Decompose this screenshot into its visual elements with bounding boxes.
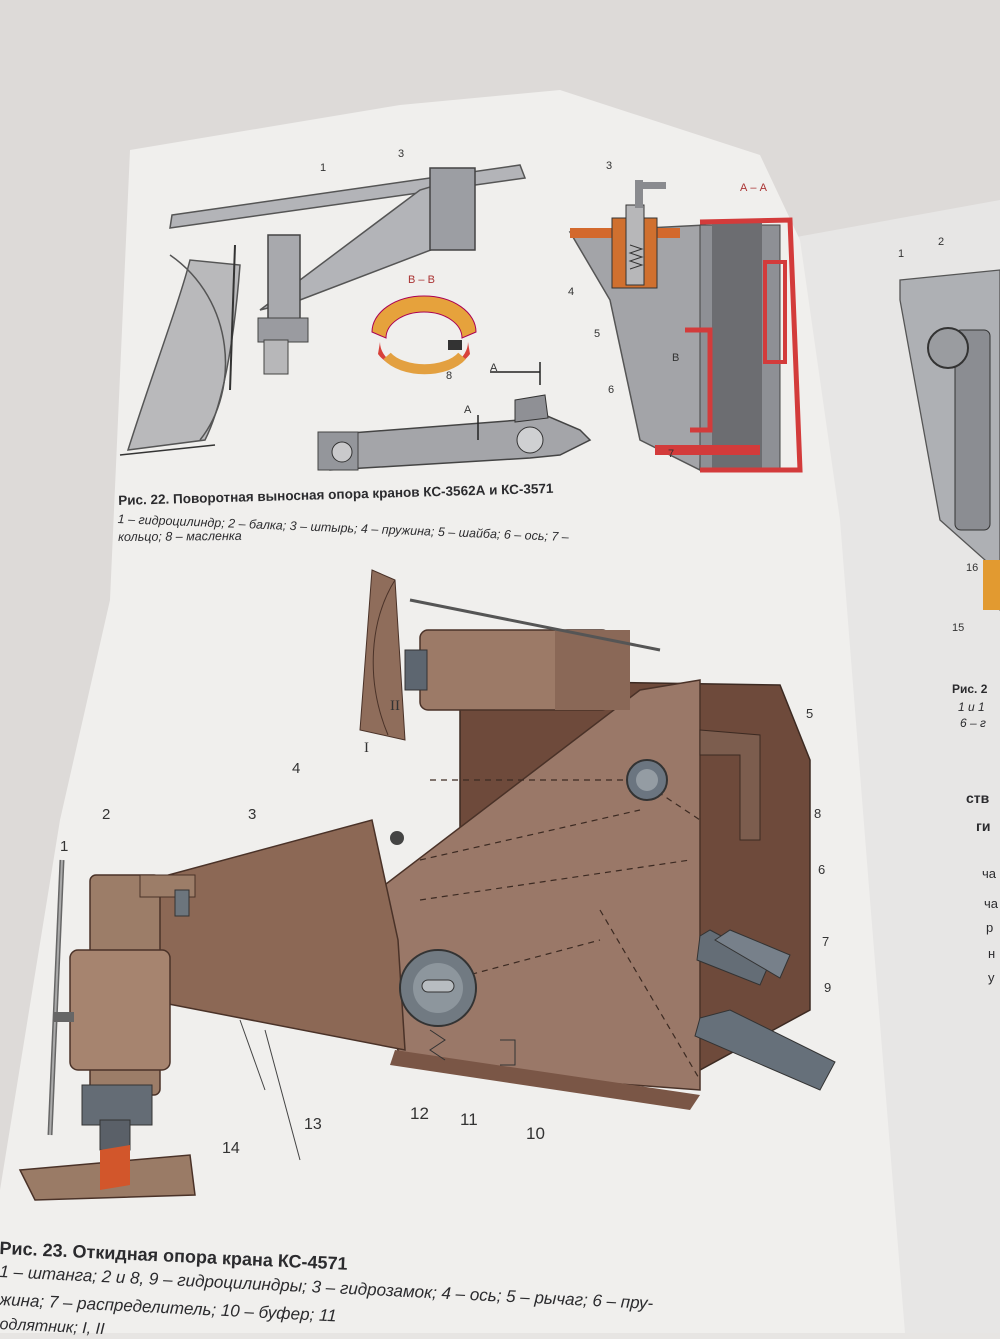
- fig23-callout-11: 11: [460, 1110, 478, 1129]
- section-bb-label: В – В: [408, 274, 435, 286]
- fig23-callout-3: 3: [248, 806, 257, 823]
- right-text-2: ги: [976, 818, 991, 834]
- fig23-callout-1: 1: [60, 838, 69, 855]
- fig22-callout-3b: 3: [606, 160, 613, 172]
- fig22-hinge-detail: [568, 180, 803, 473]
- right-text-7: у: [988, 970, 995, 985]
- right-text-3: ча: [982, 866, 997, 881]
- fig23-legend-line3: одлятник; I, II: [0, 1316, 105, 1339]
- fig22-callout-3a: 3: [398, 148, 405, 160]
- fig23-callout-II: II: [390, 698, 400, 714]
- fig22-callout-7: 7: [668, 448, 675, 460]
- right-text-5: р: [986, 920, 994, 935]
- fig23-callout-5: 5: [806, 706, 814, 721]
- fig22-callout-4: 4: [568, 286, 575, 298]
- fig23-callout-8: 8: [814, 806, 822, 821]
- fig22-callout-8: 8: [446, 370, 453, 382]
- fig23-outrigger-drawing: [147, 569, 836, 1161]
- right-text-1: ств: [966, 790, 990, 806]
- fig23-callout-2: 2: [102, 806, 111, 823]
- fig22-callout-1: 1: [320, 162, 327, 174]
- fig23-callout-4: 4: [292, 760, 301, 777]
- right-callout-2: 2: [938, 236, 945, 248]
- fig22-callout-A-lower: А: [464, 404, 472, 416]
- right-callout-1: 1: [898, 248, 905, 260]
- right-caption-fragment: Рис. 2: [952, 682, 988, 696]
- fig22-callout-A-upper: А: [490, 362, 498, 374]
- fig23-callout-7: 7: [822, 934, 830, 949]
- right-callout-16: 16: [966, 562, 979, 574]
- right-page-drawing: [899, 269, 1000, 611]
- fig23-callout-I: I: [364, 740, 369, 756]
- fig22-boom-drawing: [119, 164, 527, 456]
- section-aa-label: А – А: [740, 182, 767, 194]
- right-callout-15: 15: [952, 622, 965, 634]
- section-bb-ring: [371, 295, 477, 375]
- right-text-6: н: [988, 946, 996, 961]
- fig23-callout-12: 12: [410, 1104, 429, 1123]
- fig23-callout-9: 9: [824, 980, 832, 995]
- fig23-callout-13: 13: [304, 1116, 322, 1133]
- right-text-4: ча: [984, 896, 999, 911]
- fig22-callout-6: 6: [608, 384, 615, 396]
- fig22-callout-5: 5: [594, 328, 601, 340]
- fig22-legend-line2: кольцо; 8 – масленка: [118, 528, 242, 544]
- fig23-callout-6: 6: [818, 862, 826, 877]
- fig23-callout-10: 10: [526, 1124, 545, 1143]
- right-legend-fragment2: 6 – г: [960, 716, 986, 730]
- fig22-callout-B: В: [672, 352, 680, 364]
- fig23-callout-14: 14: [222, 1140, 240, 1157]
- right-legend-fragment1: 1 и 1: [958, 700, 985, 714]
- fig23-support-cylinder: [18, 859, 196, 1201]
- section-aa-bracket: [317, 362, 592, 471]
